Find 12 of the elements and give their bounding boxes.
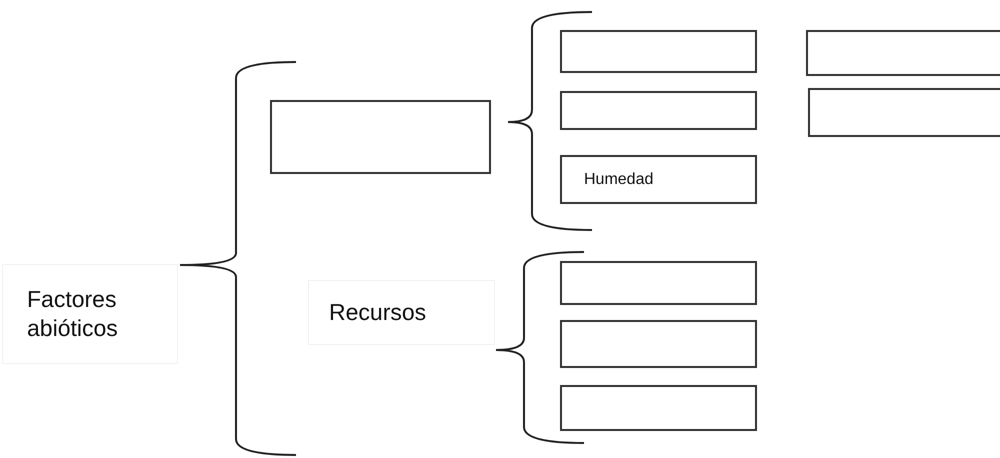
text-box: [560, 155, 757, 204]
answer-box: [808, 88, 1000, 137]
node-text: Recursos: [329, 298, 426, 327]
answer-box: [806, 30, 1000, 76]
answer-box: [560, 91, 757, 130]
answer-box: [560, 320, 757, 368]
answer-box: [560, 30, 757, 73]
answer-box: [560, 385, 757, 431]
answer-box: [560, 261, 757, 305]
node-text: Factores abióticos: [27, 285, 119, 343]
node-text: Humedad: [584, 170, 654, 190]
answer-box: [270, 100, 491, 174]
